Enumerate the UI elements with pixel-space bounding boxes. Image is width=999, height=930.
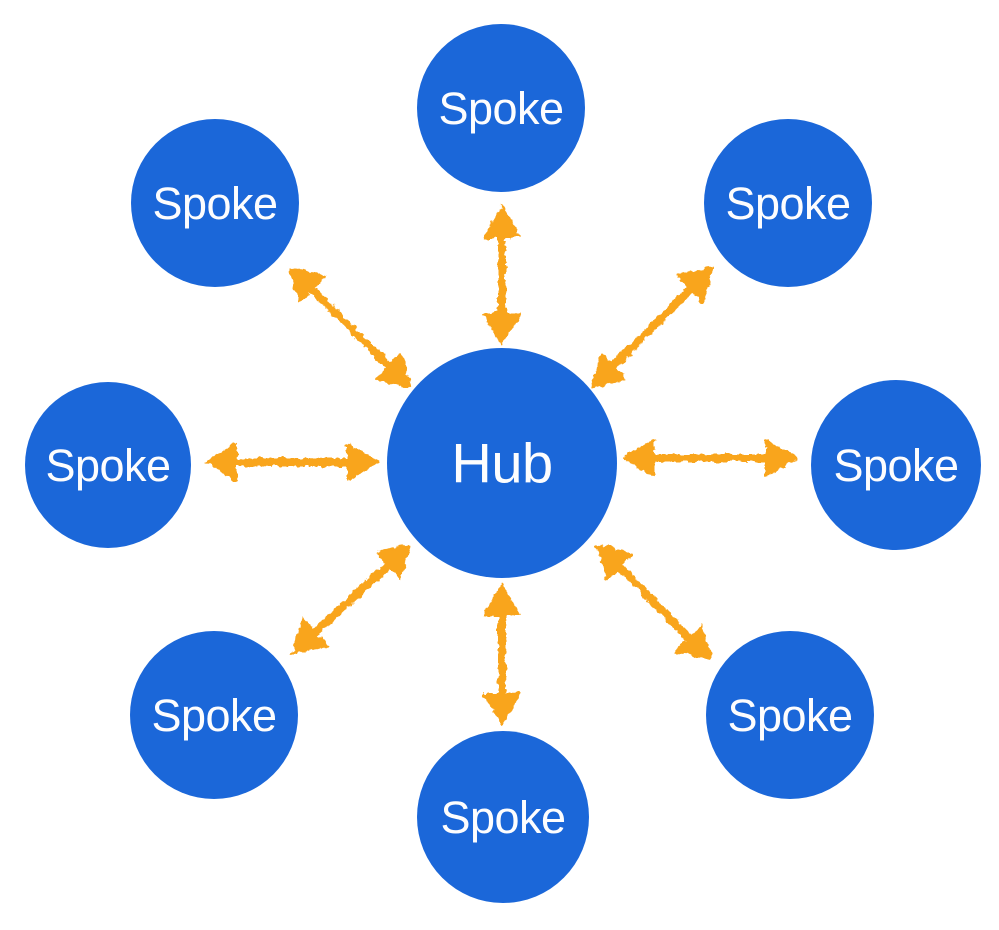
spoke-label: Spoke (440, 792, 565, 843)
spoke-label: Spoke (438, 83, 563, 134)
spoke-circle (417, 731, 589, 903)
arrow-head-up-right-icon (375, 544, 411, 580)
spoke-label: Spoke (45, 440, 170, 491)
spoke-node-bottom: Spoke (417, 731, 589, 903)
arrow-head-down-right-icon (375, 352, 411, 388)
spoke-node-right: Spoke (811, 380, 981, 550)
spoke-label: Spoke (727, 690, 852, 741)
spoke-node-top-left: Spoke (131, 119, 299, 287)
spoke-label: Spoke (152, 178, 277, 229)
arrow-head-down-icon (483, 693, 521, 725)
arrow-head-left-icon (205, 443, 237, 481)
arrow-head-up-left-icon (597, 544, 633, 580)
spoke-circle (704, 119, 872, 287)
arrow-hub-top (483, 206, 521, 345)
spoke-label: Spoke (833, 440, 958, 491)
hub-circle (387, 348, 617, 578)
spoke-node-top-right: Spoke (704, 119, 872, 287)
hub-label: Hub (451, 432, 552, 495)
arrow-line (307, 558, 396, 640)
arrow-hub-top-right (591, 267, 713, 388)
arrow-head-up-icon (483, 206, 521, 238)
arrow-head-up-icon (483, 584, 521, 616)
arrow-head-right-icon (347, 443, 379, 481)
arrow-hub-bottom-right (597, 544, 711, 661)
spoke-circle (130, 631, 298, 799)
spoke-circle (417, 24, 585, 192)
spoke-circle (706, 631, 874, 799)
arrow-head-down-icon (483, 313, 521, 345)
arrow-hub-bottom-left (292, 544, 411, 654)
arrow-head-right-icon (765, 439, 797, 477)
arrow-line (612, 559, 697, 646)
arrow-hub-right (623, 439, 797, 477)
spoke-node-top: Spoke (417, 24, 585, 192)
arrow-head-down-left-icon (591, 352, 627, 388)
spoke-node-bottom-left: Spoke (130, 631, 298, 799)
arrow-head-left-icon (623, 439, 655, 477)
arrow-head-down-left-icon (292, 618, 328, 654)
spoke-label: Spoke (725, 178, 850, 229)
arrow-line (304, 282, 396, 373)
spoke-node-left: Spoke (25, 382, 191, 548)
spoke-circle (25, 382, 191, 548)
hub-node: Hub (387, 348, 617, 578)
arrow-head-up-left-icon (289, 267, 325, 303)
spoke-circle (131, 119, 299, 287)
arrow-hub-top-left (289, 267, 411, 388)
spoke-node-bottom-right: Spoke (706, 631, 874, 799)
spoke-label: Spoke (151, 690, 276, 741)
arrow-hub-left (205, 443, 379, 481)
arrow-line (606, 282, 698, 373)
arrow-head-up-right-icon (677, 267, 713, 303)
arrow-hub-bottom (483, 584, 521, 725)
spoke-circle (811, 380, 981, 550)
arrow-head-down-right-icon (675, 625, 711, 661)
